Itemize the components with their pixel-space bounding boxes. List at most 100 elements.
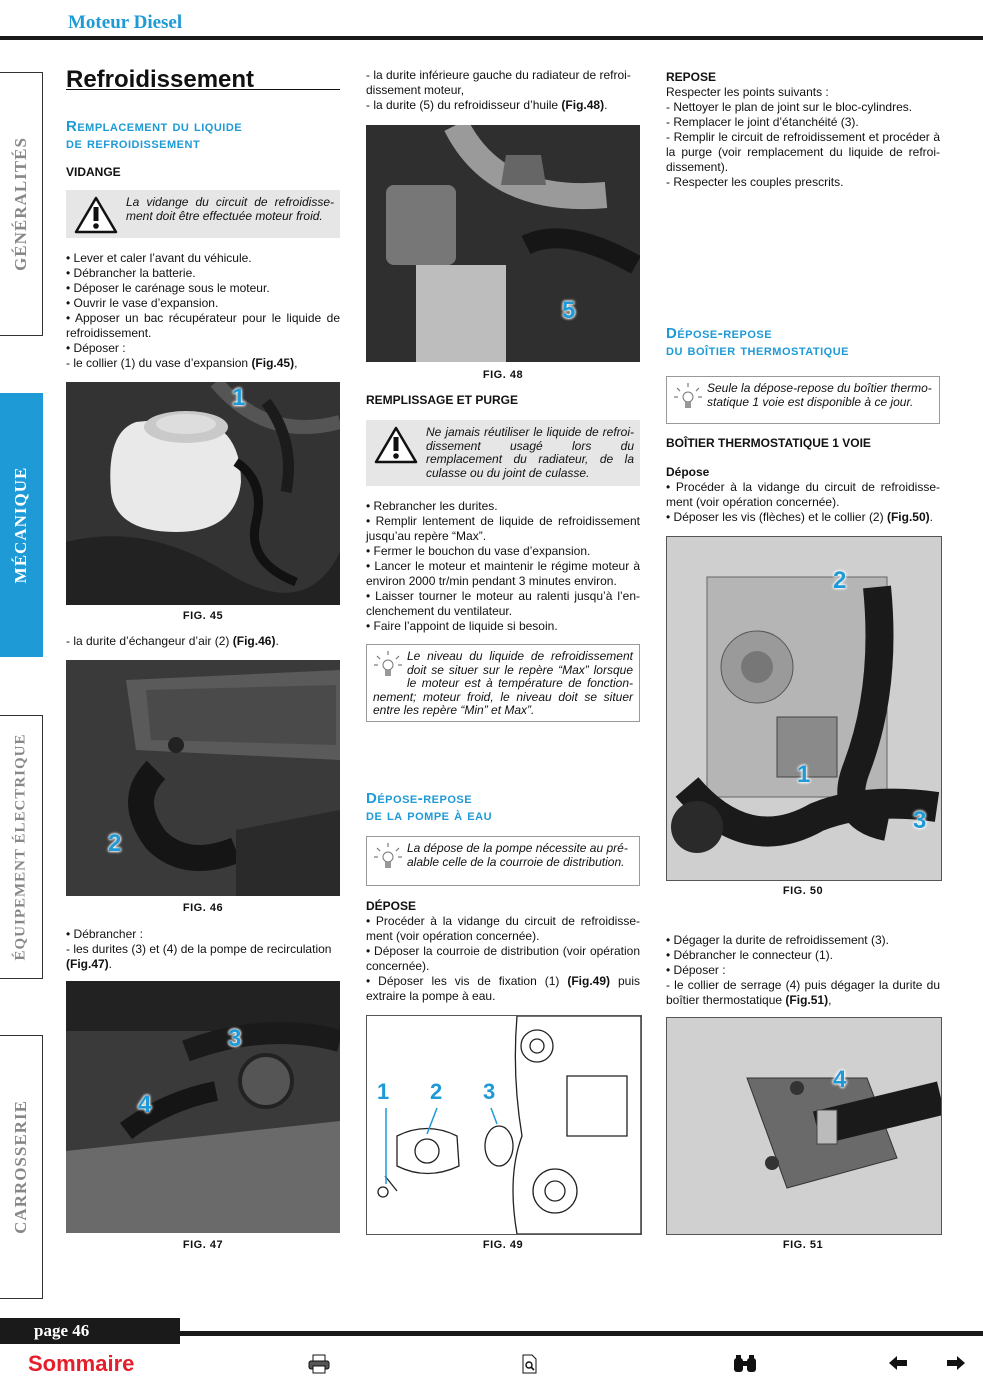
step: • Ouvrir le vase d’expansion.	[66, 296, 219, 310]
step: • Déposer la courroie de distribution (v…	[366, 944, 640, 973]
col2-intro: - la durite inférieure gauche du radiate…	[366, 68, 640, 113]
arrow-left-icon[interactable]	[888, 1354, 908, 1377]
step-echangeur: - la durite d’échangeur d’air (2) (Fig.4…	[66, 634, 279, 648]
page-number: page 46	[34, 1321, 90, 1340]
section-line: du boîtier thermostatique	[666, 342, 849, 359]
step-text: • Déposer les vis de fixation (1)	[366, 974, 568, 988]
step: • Lancer le moteur et maintenir le régim…	[366, 559, 640, 588]
warning-triangle-icon	[74, 196, 118, 234]
subheading-depose-boitier: Dépose	[666, 465, 710, 479]
note-text: La dépose de la pompe nécessite au pré-a…	[407, 841, 628, 869]
subheading-boitier: BOÎTIER THERMOSTATIQUE 1 VOIE	[666, 436, 871, 450]
step: - Respecter les couples prescrits.	[666, 175, 844, 189]
depose-steps: • Procéder à la vidange du circuit de re…	[366, 914, 640, 1004]
figure-46-photo: 2	[66, 660, 340, 896]
step-text: - la durite (5) du refroidisseur d’huile	[366, 98, 562, 112]
header-rule	[0, 36, 983, 40]
subheading-remplissage: REMPLISSAGE ET PURGE	[366, 393, 519, 407]
figure-47-photo: 3 4	[66, 981, 340, 1233]
step-durites: - les durites (3) et (4) de la pompe de …	[66, 942, 332, 971]
callout-3: 3	[913, 807, 927, 834]
figure-51-caption: FIG. 51	[782, 1239, 824, 1251]
tab-equipement-electrique[interactable]: ÉQUIPEMENT ÉLECTRIQUE	[0, 715, 43, 979]
step: • Fermer le bouchon du vase d’expansion.	[366, 544, 591, 558]
warning-text: La vidange du circuit de refroidisse-men…	[126, 195, 334, 223]
figure-45-caption: FIG. 45	[182, 610, 224, 622]
callout-5: 5	[562, 297, 576, 324]
title-rule	[66, 89, 340, 90]
warning-triangle-icon	[374, 426, 418, 464]
printer-icon[interactable]	[308, 1354, 330, 1380]
step: • Débrancher :	[66, 927, 143, 941]
step: • Laisser tourner le moteur au ralenti j…	[366, 589, 640, 618]
note-box-3: Seule la dépose-repose du boîtier thermo…	[666, 376, 940, 424]
note-text: Le niveau du liquide de refroidissement …	[373, 649, 633, 717]
step: • Dégager la durite de refroidissement (…	[666, 933, 889, 947]
warning-text: Ne jamais réutiliser le liquide de refro…	[426, 425, 634, 480]
fig-ref[interactable]: (Fig.46)	[232, 634, 276, 648]
fig-ref[interactable]: (Fig.48)	[561, 98, 605, 112]
step: - la durite inférieure gauche du radiate…	[366, 68, 631, 97]
callout-4: 4	[138, 1091, 152, 1118]
sommaire-link[interactable]: Sommaire	[28, 1351, 135, 1376]
warning-box: La vidange du circuit de refroidisse-men…	[66, 190, 340, 238]
step-text: puis extraire la pompe à eau.	[366, 974, 640, 1003]
step: - Remplir le circuit de refroidissement …	[666, 130, 940, 174]
document-search-icon[interactable]	[521, 1354, 539, 1380]
fig-ref[interactable]: (Fig.47)	[66, 957, 109, 971]
subheading-vidange: VIDANGE	[66, 165, 121, 179]
header-title: Moteur Diesel	[68, 12, 183, 33]
callout-3: 3	[228, 1025, 242, 1052]
step: • Apposer un bac récupérateur pour le li…	[66, 311, 340, 340]
step-text: - les durites (3) et (4) de la pompe de …	[66, 942, 332, 956]
debrancher-steps: • Débrancher : - les durites (3) et (4) …	[66, 927, 340, 972]
note-text: Seule la dépose-repose du boîtier thermo…	[707, 381, 932, 409]
fig-ref[interactable]: (Fig.50)	[886, 510, 930, 524]
section-line: Dépose-repose	[366, 790, 473, 807]
repose-steps: Respecter les points suivants : - Nettoy…	[666, 85, 940, 190]
binoculars-icon[interactable]	[732, 1354, 758, 1380]
step: Respecter les points suivants :	[666, 85, 829, 99]
tab-generalites-label: GÉNÉRALITÉS	[11, 137, 30, 271]
figure-48-photo: 5	[366, 125, 640, 362]
callout-2: 2	[108, 830, 122, 857]
step-vis: • Déposer les vis de fixation (1) (Fig.4…	[366, 974, 640, 1004]
section-heading-thermostat: Dépose-repose du boîtier thermostatique	[666, 325, 940, 359]
figure-51-drawing: 4	[666, 1017, 942, 1235]
figure-50-caption: FIG. 50	[782, 885, 824, 897]
step: - Nettoyer le plan de joint sur le bloc-…	[666, 100, 913, 114]
boitier-after-steps: • Dégager la durite de refroidissement (…	[666, 933, 940, 1008]
fig-ref[interactable]: (Fig.45)	[251, 356, 295, 370]
tab-carrosserie-label: CARROSSERIE	[11, 1100, 30, 1234]
step: • Débrancher le connecteur (1).	[666, 948, 833, 962]
boitier-depose-steps: • Procéder à la vidange du circuit de re…	[666, 480, 940, 525]
note-box-2: La dépose de la pompe nécessite au pré-a…	[366, 836, 640, 886]
footer-rule	[0, 1331, 983, 1336]
step: • Déposer le carénage sous le moteur.	[66, 281, 270, 295]
tab-generalites[interactable]: GÉNÉRALITÉS	[0, 72, 43, 336]
subheading-repose: REPOSE	[666, 70, 717, 84]
step-durite5: - la durite (5) du refroidisseur d’huile…	[366, 98, 608, 112]
step: • Déposer :	[66, 341, 126, 355]
section-heading-remplacement: Remplacement du liquide de refroidisseme…	[66, 118, 340, 152]
arrow-right-icon[interactable]	[946, 1354, 966, 1377]
figure-47-caption: FIG. 47	[182, 1239, 224, 1251]
page-number-box: page 46	[0, 1318, 180, 1344]
step: • Déposer :	[666, 963, 726, 977]
step-collier-serrage: - le collier de serrage (4) puis dégager…	[666, 978, 940, 1007]
section-line: de la pompe à eau	[366, 807, 493, 824]
tab-carrosserie[interactable]: CARROSSERIE	[0, 1035, 43, 1299]
fig-ref[interactable]: (Fig.51)	[785, 993, 829, 1007]
callout-3: 3	[483, 1079, 496, 1104]
step-text: • Déposer les vis (flèches) et le collie…	[666, 510, 887, 524]
step: • Lever et caler l’avant du véhicule.	[66, 251, 252, 265]
step: • Remplir lentement de liquide de refroi…	[366, 514, 640, 543]
tab-mecanique[interactable]: MÉCANIQUE	[0, 393, 43, 657]
section-line: Dépose-repose	[666, 325, 773, 342]
step: • Faire l’appoint de liquide si besoin.	[366, 619, 558, 633]
step-text: - la durite d’échangeur d’air (2)	[66, 634, 233, 648]
step-vis-collier: • Déposer les vis (flèches) et le collie…	[666, 510, 933, 524]
fig-ref[interactable]: (Fig.49)	[567, 974, 611, 988]
tab-equipement-label: ÉQUIPEMENT ÉLECTRIQUE	[12, 733, 29, 961]
page-title: Refroidissement	[66, 66, 255, 93]
